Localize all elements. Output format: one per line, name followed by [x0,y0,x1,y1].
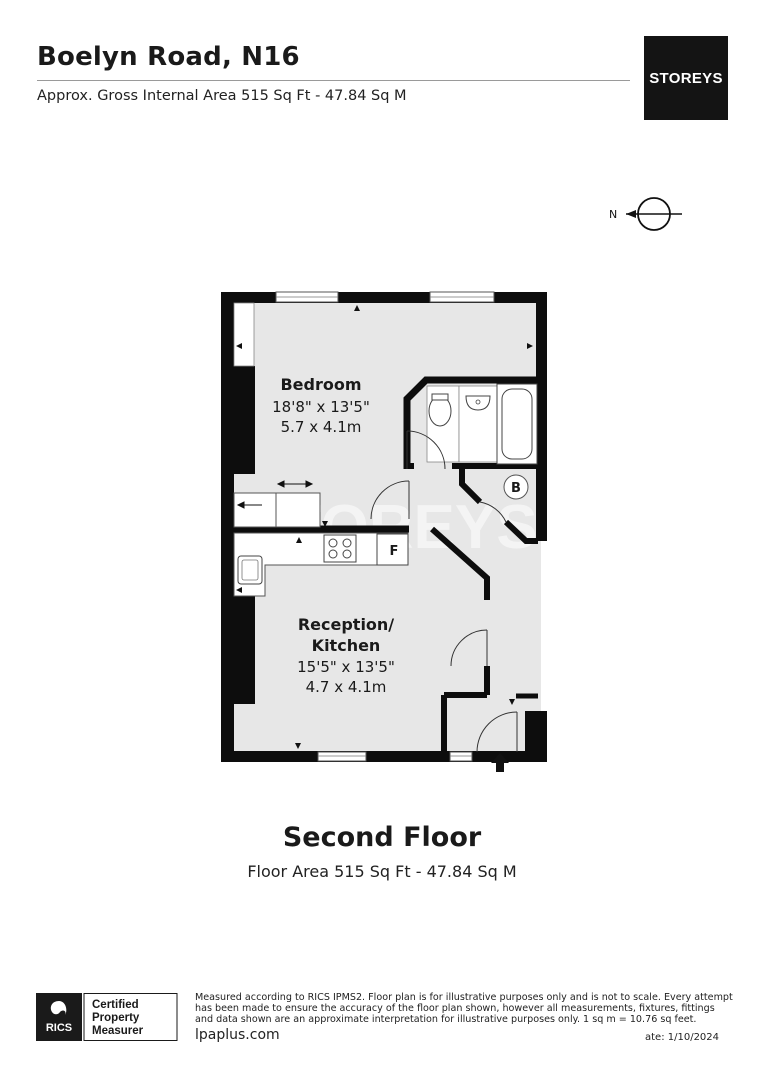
rics-short-label: RICS [46,1022,72,1034]
gross-area-subtitle: Approx. Gross Internal Area 515 Sq Ft - … [37,88,407,104]
entrance-arrow-icon [491,753,509,772]
compass-icon: N [609,197,682,231]
reception-size-imperial: 15'5" x 13'5" [297,658,395,676]
door-swings [370,430,518,753]
bedroom-size-imperial: 18'8" x 13'5" [272,398,370,416]
rics-line-3: Measurer [92,1025,144,1037]
title-divider [37,80,630,81]
hob-icon [323,534,357,563]
boiler-icon [503,474,529,500]
boiler-label: B [511,481,521,496]
plan-date: ate: 1/10/2024 [645,1032,720,1043]
bathroom-fixtures [426,383,538,465]
floor-area-text: Floor Area 515 Sq Ft - 47.84 Sq M [247,862,517,881]
fridge-label: F [390,544,399,559]
sink-icon [237,555,263,585]
wardrobe-arrows [236,480,314,509]
measurement-arrows [236,305,533,749]
storeys-logo: STOREYS [644,36,728,120]
reception-kitchen-label: Reception/ Kitchen 15'5" x 13'5" 4.7 x 4… [297,615,395,696]
website-link[interactable]: lpaplus.com [195,1027,280,1043]
bedroom-size-metric: 5.7 x 4.1m [281,418,362,436]
floor-title: Second Floor [282,822,482,853]
fridge-unit [376,533,409,566]
basin-icon [465,395,491,411]
floor-plan: STOREYS [221,291,547,772]
disclaimer-text: Measured according to RICS IPMS2. Floor … [195,992,733,1025]
rics-emblem-icon [50,1001,67,1015]
reception-name-line1: Reception/ [298,615,394,634]
window-glazing-lines [276,296,494,757]
kitchen-worktop: F [233,532,409,597]
rics-line-2: Property [92,1012,140,1024]
wardrobe [233,492,321,528]
rics-certified-badge: RICS Certified Property Measurer [36,993,178,1041]
logo-text: STOREYS [649,69,723,87]
reception-size-metric: 4.7 x 4.1m [306,678,387,696]
outer-walls [221,292,547,762]
reception-name-line2: Kitchen [312,636,381,655]
property-title: Boelyn Road, N16 [37,42,300,72]
bathtub-icon [496,383,538,465]
bedroom-label: Bedroom 18'8" x 13'5" 5.7 x 4.1m [272,375,370,436]
rics-line-1: Certified [92,999,139,1011]
bedroom-name: Bedroom [280,375,361,394]
left-window-panel-upper [233,302,255,367]
compass-north-label: N [609,208,617,221]
